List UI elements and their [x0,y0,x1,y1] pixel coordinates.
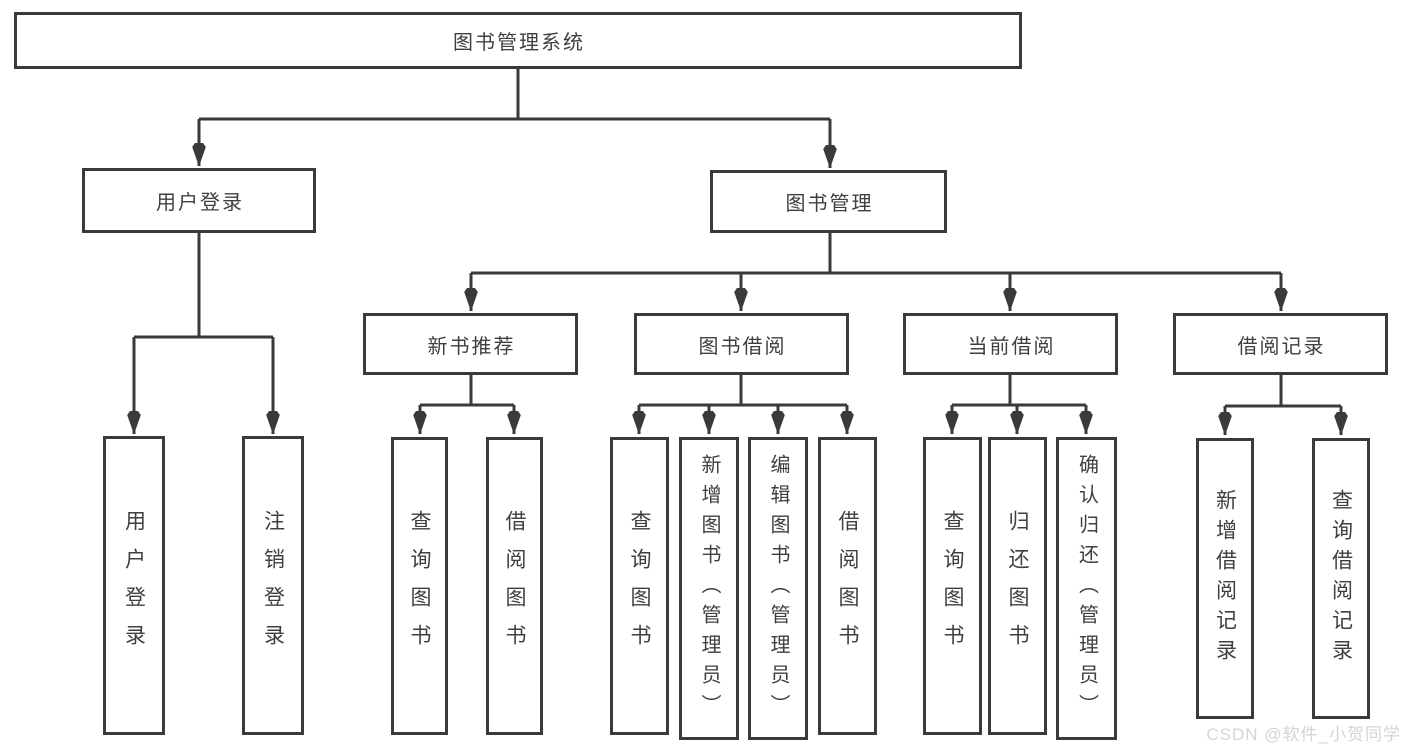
node-book-management: 图书管理 [710,170,947,233]
leaf-add-borrow-record: 新增借阅记录 [1196,438,1254,719]
connector-trunks [134,69,1341,408]
node-current-borrow: 当前借阅 [903,313,1118,375]
csdn-watermark: CSDN @软件_小贺同学 [1206,725,1401,744]
leaf-borrow-book-1: 借阅图书 [486,437,543,735]
leaf-edit-book-admin: 编辑图书（管理员） [748,437,808,740]
leaf-logout: 注销登录 [242,436,304,735]
leaf-user-login: 用户登录 [103,436,165,735]
leaf-query-book-3: 查询图书 [923,437,982,735]
node-borrow-record: 借阅记录 [1173,313,1388,375]
leaf-add-book-admin: 新增图书（管理员） [679,437,739,740]
node-root: 图书管理系统 [14,12,1022,69]
leaf-query-book-2: 查询图书 [610,437,669,735]
node-user-login: 用户登录 [82,168,316,233]
leaf-confirm-return-admin: 确认归还（管理员） [1056,437,1117,740]
node-book-borrow: 图书借阅 [634,313,849,375]
leaf-query-book-1: 查询图书 [391,437,448,735]
leaf-query-borrow-record: 查询借阅记录 [1312,438,1370,719]
node-new-book-recommend: 新书推荐 [363,313,578,375]
connector-arrows [127,119,1348,436]
leaf-return-book: 归还图书 [988,437,1047,735]
leaf-borrow-book-2: 借阅图书 [818,437,877,735]
